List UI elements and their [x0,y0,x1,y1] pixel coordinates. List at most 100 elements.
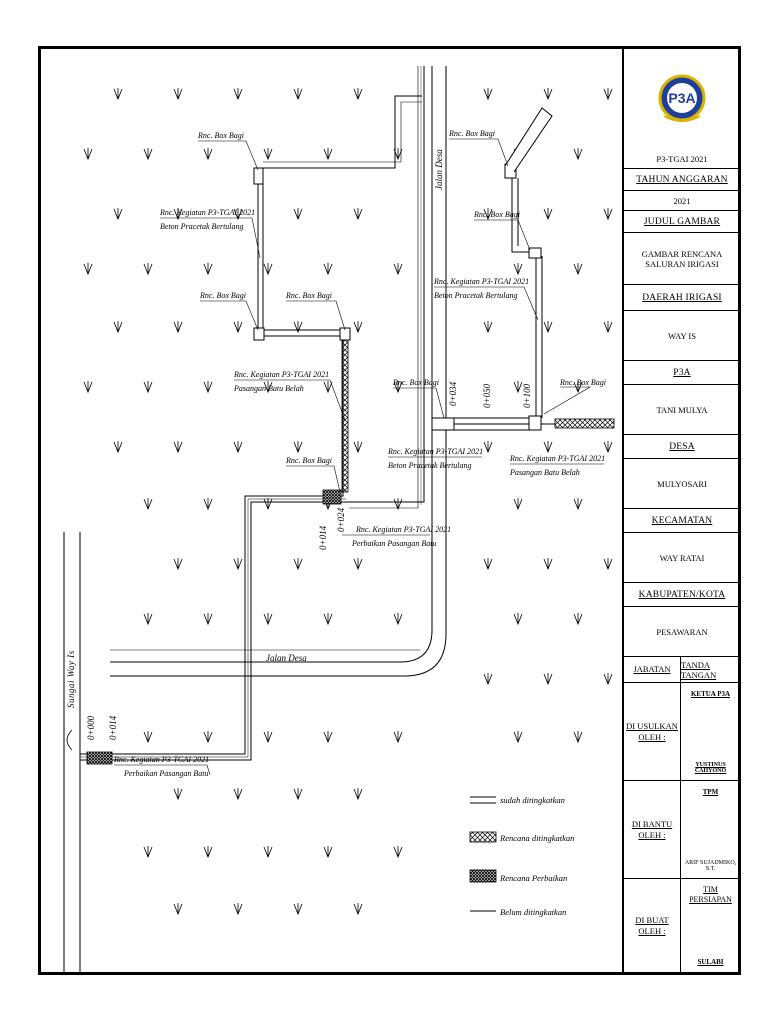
rice-field-symbol-38 [543,321,553,334]
svg-text:Rencana Perbaikan: Rencana Perbaikan [499,873,567,883]
rice-field-symbol-43 [263,381,273,394]
rice-field-symbol-84 [393,731,403,744]
label-beton-3: Beton Pracetak Bertulang [434,291,518,300]
rice-field-symbol-16 [113,208,123,221]
label-jalan-desa-vertical: Jalan Desa [434,149,444,190]
rice-field-symbol-95 [393,846,403,859]
rice-field-symbol-5 [483,88,493,101]
rice-field-symbol-25 [143,263,153,276]
svg-text:P3A: P3A [668,90,695,106]
desa-heading: DESA [624,435,740,459]
tahun-anggaran-value: 2021 [624,191,740,211]
station-0-100: 0+100 [522,383,532,408]
rice-field-symbol-64 [233,558,243,571]
rice-field-symbol-24 [83,263,93,276]
label-box-bagi-7: Rnc. Box Bagi [473,210,520,219]
kecamatan-heading: KECAMATAN [624,509,740,533]
rice-field-symbol-99 [353,903,363,916]
rice-field-symbol-67 [483,558,493,571]
rice-field-symbol-68 [543,558,553,571]
rice-field-symbol-88 [233,788,243,801]
label-kegiatan-1: Rnc. Kegiatan P3-TGAI 2021 [159,208,255,217]
label-perbaikan-2: Perbaikan Pasangan Batu [123,769,208,778]
label-kegiatan-5: Rnc. Kegiatan P3-TGAI 2021 [433,277,529,286]
rice-field-symbol-40 [83,381,93,394]
label-kegiatan-2: Rnc. Kegiatan P3-TGAI 2021 [233,370,329,379]
station-0-024: 0+024 [336,507,346,532]
rice-field-symbol-19 [293,208,303,221]
label-box-bagi-3: Rnc. Box Bagi [285,291,332,300]
p3a-logo-icon: P3A [658,74,706,122]
rice-field-symbol-60 [393,498,403,511]
rice-field-symbol-37 [483,321,493,334]
judul-gambar-value: GAMBAR RENCANA SALURAN IRIGASI [624,233,740,285]
rice-field-symbol-97 [233,903,243,916]
buat-role: TIM PERSIAPAN [689,885,732,904]
rice-field-symbol-75 [513,613,523,626]
rice-field-symbol-69 [603,558,613,571]
rice-field-symbol-39 [603,321,613,334]
title-block: P3A P3-TGAI 2021 TAHUN ANGGARAN 2021 JUD… [622,49,740,972]
label-kegiatan-6: Rnc. Kegiatan P3-TGAI 2021 [509,454,605,463]
canal-right [431,107,553,431]
road-jalan-desa [110,66,447,677]
rice-field-symbol-98 [293,903,303,916]
label-box-bagi-5: Rnc. Box Bagi [392,378,439,387]
legend-rencana-ditingkatkan: Rencana ditingkatkan [469,831,574,843]
rice-field-symbol-50 [233,441,243,454]
rice-field-symbol-93 [263,846,273,859]
rice-field-symbol-26 [203,263,213,276]
rice-field-symbol-83 [323,731,333,744]
label-batu-belah-1: Pasangan Batu Belah [233,384,304,393]
label-jalan-desa-horizontal: Jalan Desa [266,653,307,663]
irrigation-layout-drawing: Rnc. Box Bagi Rnc. Kegiatan P3-TGAI 2021… [63,66,615,972]
rice-field-symbol-51 [293,441,303,454]
drawing-sheet-border [38,46,741,975]
rice-field-symbol-62 [573,498,583,511]
kabupaten-value: PESAWARAN [624,607,740,657]
rice-field-symbol-49 [173,441,183,454]
legend-belum: Belum ditingkatkan [470,907,566,917]
rice-field-symbol-77 [483,673,493,686]
rice-field-symbol-23 [603,208,613,221]
rice-field-symbol-96 [173,903,183,916]
legend-sudah: sudah ditingkatkan [470,795,565,805]
rice-field-symbol-86 [573,731,583,744]
label-box-bagi-8: Rnc. Box Bagi [559,378,606,387]
label-box-bagi-1: Rnc. Box Bagi [197,131,244,140]
jabatan-header-row: JABATAN TANDA TANGAN [624,657,740,683]
station-0-000: 0+000 [86,715,96,740]
label-perbaikan-1: Perbaikan Pasangan Batu [351,539,436,548]
rice-field-symbol-72 [263,613,273,626]
perbaikan-box-left [322,489,342,505]
label-kegiatan-3: Rnc. Kegiatan P3-TGAI 2021 [355,525,451,534]
judul-gambar-heading: JUDUL GAMBAR [624,211,740,233]
rice-field-symbol-52 [353,441,363,454]
tahun-anggaran-heading: TAHUN ANGGARAN [624,169,740,191]
label-box-bagi-6: Rnc. Box Bagi [448,129,495,138]
label-kegiatan-7: Rnc. Kegiatan P3-TGAI 2021 [113,755,209,764]
rice-field-symbol-1 [173,88,183,101]
svg-text:sudah ditingkatkan: sudah ditingkatkan [500,795,565,805]
main-canal-left [80,66,425,761]
label-beton-1: Beton Pracetak Bertulang [160,222,244,231]
rice-field-symbol-11 [263,148,273,161]
legend-rencana-perbaikan: Rencana Perbaikan [469,869,567,883]
rice-field-symbol-0 [113,88,123,101]
rice-field-symbol-87 [173,788,183,801]
rice-field-symbol-8 [83,148,93,161]
rice-field-symbol-57 [203,498,213,511]
rice-field-symbol-71 [203,613,213,626]
pasangan-batu-belah-left [341,339,349,493]
program-label: P3-TGAI 2021 [624,149,740,169]
daerah-irigasi-value: WAY IS [624,311,740,361]
rice-field-symbol-45 [393,381,403,394]
rice-field-symbol-91 [143,846,153,859]
label-sungai: Sungai Way Is [66,650,76,708]
legend: sudah ditingkatkan Rencana ditingkatkan … [469,795,574,917]
p3a-heading: P3A [624,361,740,385]
